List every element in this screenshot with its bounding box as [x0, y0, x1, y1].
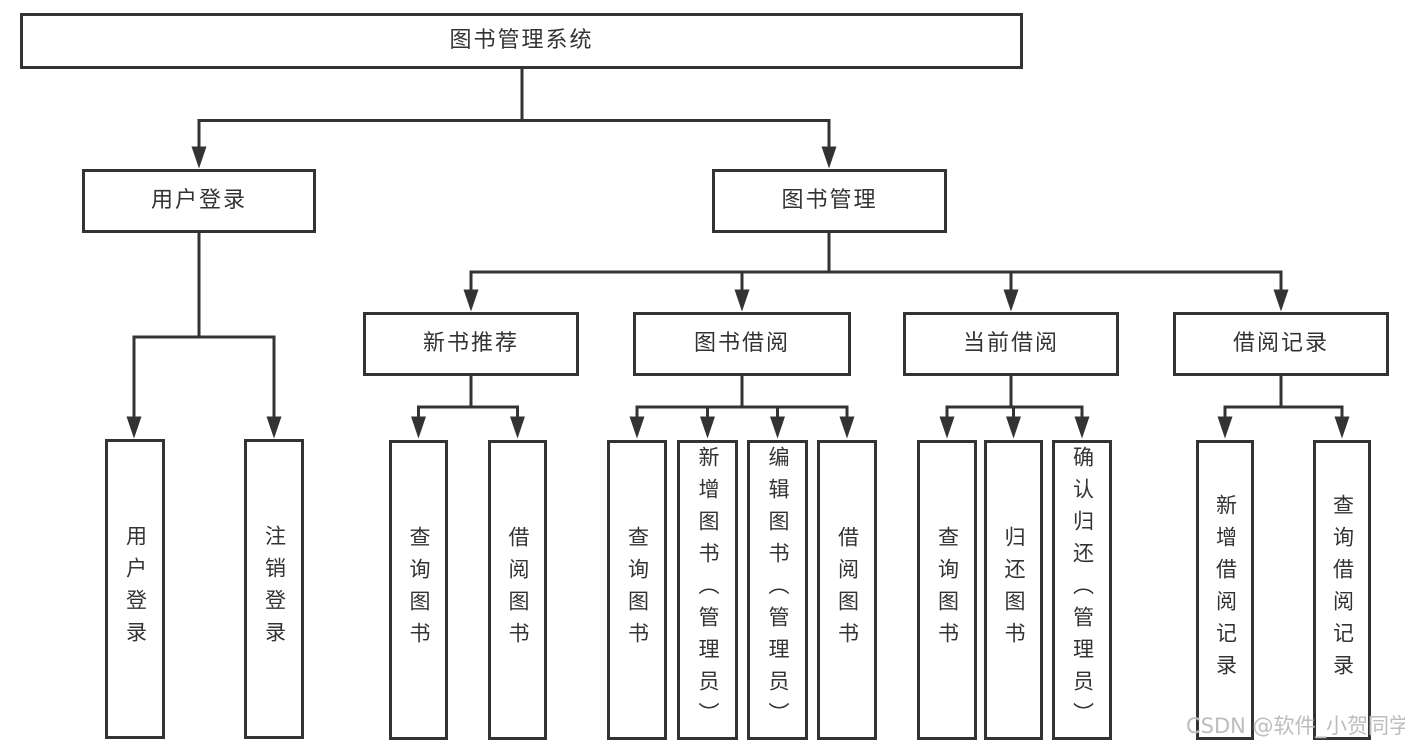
- node-leaf-query-books-3: 查询图书: [917, 440, 977, 740]
- node-leaf-user-login: 用户登录: [105, 439, 165, 739]
- node-leaf-query-borrow-record: 查询借阅记录: [1313, 440, 1371, 740]
- node-leaf-return-books: 归还图书: [984, 440, 1043, 740]
- node-leaf-add-books-admin: 新增图书（管理员）: [677, 440, 738, 740]
- node-leaf-borrow-books-2-label: 借阅图书: [835, 526, 860, 654]
- node-leaf-borrow-books-1-label: 借阅图书: [506, 526, 530, 654]
- node-library-management-system-label: 图书管理系统: [449, 28, 594, 53]
- node-leaf-edit-books-admin: 编辑图书（管理员）: [747, 440, 808, 740]
- csdn-watermark: CSDN @软件_小贺同学: [1186, 714, 1405, 738]
- node-leaf-query-books-2-label: 查询图书: [625, 526, 650, 654]
- node-leaf-add-borrow-record-label: 新增借阅记录: [1213, 494, 1238, 686]
- node-leaf-borrow-books-2: 借阅图书: [817, 440, 877, 740]
- node-new-book-recommend-label: 新书推荐: [422, 331, 519, 356]
- node-user-login-label: 用户登录: [150, 188, 247, 213]
- node-leaf-logout-label: 注销登录: [262, 525, 287, 653]
- node-borrowing-records-label: 借阅记录: [1232, 331, 1329, 356]
- node-leaf-edit-books-admin-label: 编辑图书（管理员）: [766, 446, 790, 734]
- node-current-borrowing: 当前借阅: [903, 312, 1119, 376]
- node-leaf-confirm-return-admin-label: 确认归还（管理员）: [1070, 446, 1095, 734]
- node-new-book-recommend: 新书推荐: [363, 312, 579, 376]
- node-book-management: 图书管理: [712, 169, 947, 233]
- node-leaf-logout: 注销登录: [244, 439, 304, 739]
- node-leaf-add-borrow-record: 新增借阅记录: [1196, 440, 1254, 740]
- node-leaf-query-books-1: 查询图书: [389, 440, 448, 740]
- node-leaf-query-books-2: 查询图书: [607, 440, 667, 740]
- node-library-management-system: 图书管理系统: [20, 13, 1023, 69]
- node-leaf-return-books-label: 归还图书: [1002, 526, 1026, 654]
- node-leaf-query-books-3-label: 查询图书: [935, 526, 960, 654]
- node-leaf-user-login-label: 用户登录: [123, 525, 148, 653]
- node-book-management-label: 图书管理: [781, 188, 878, 213]
- node-book-borrowing-label: 图书借阅: [693, 331, 790, 356]
- node-book-borrowing: 图书借阅: [633, 312, 851, 376]
- node-leaf-add-books-admin-label: 新增图书（管理员）: [696, 446, 720, 734]
- node-leaf-query-borrow-record-label: 查询借阅记录: [1330, 494, 1355, 686]
- node-current-borrowing-label: 当前借阅: [962, 331, 1059, 356]
- node-leaf-confirm-return-admin: 确认归还（管理员）: [1052, 440, 1112, 740]
- node-user-login: 用户登录: [82, 169, 316, 233]
- node-leaf-query-books-1-label: 查询图书: [407, 526, 431, 654]
- node-leaf-borrow-books-1: 借阅图书: [488, 440, 547, 740]
- node-borrowing-records: 借阅记录: [1173, 312, 1389, 376]
